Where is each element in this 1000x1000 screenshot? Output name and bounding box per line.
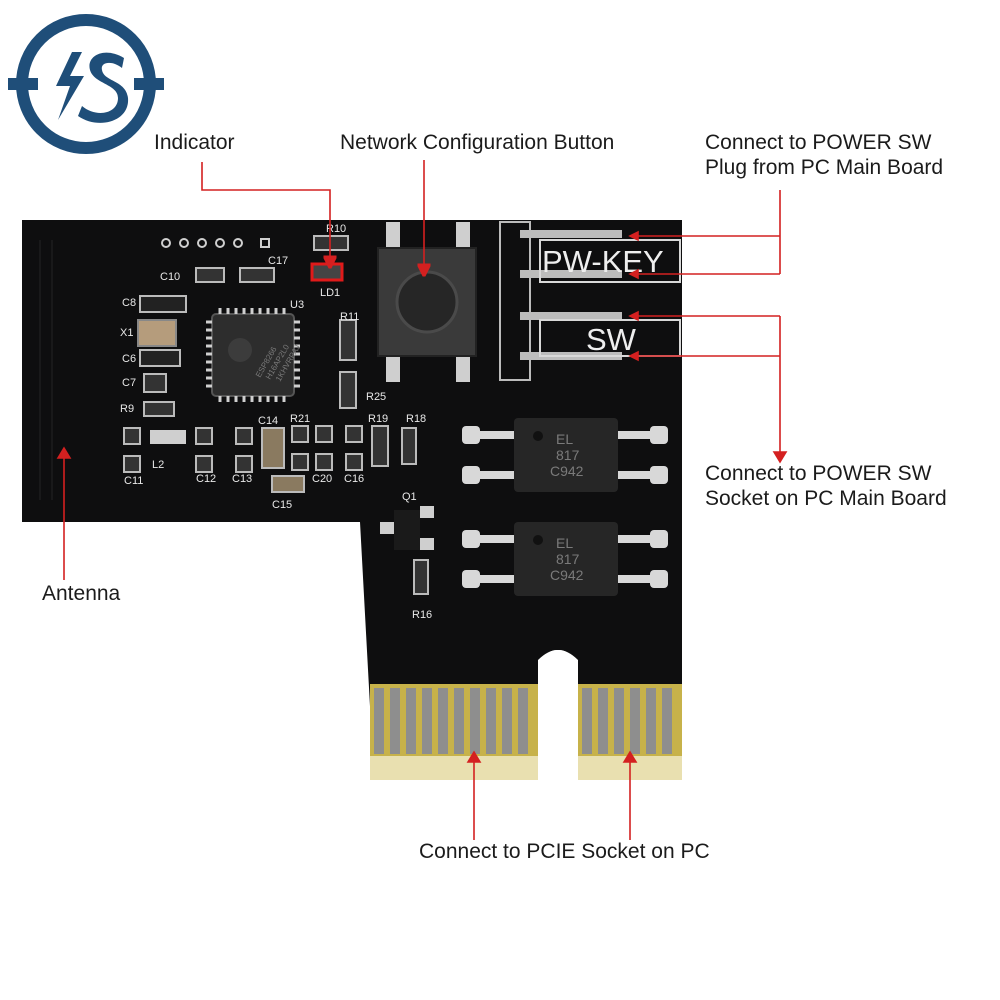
callout-power-plug-line1: Connect to POWER SW	[705, 131, 932, 154]
callout-power-plug-line2: Plug from PC Main Board	[705, 156, 944, 179]
lbl-c17: C17	[268, 255, 288, 267]
lbl-r25: R25	[366, 391, 386, 403]
lbl-q1: Q1	[402, 491, 417, 503]
power-plug-leader	[630, 190, 781, 275]
lbl-c11: C11	[124, 475, 143, 487]
lbl-c15: C15	[272, 499, 292, 511]
lbl-l2: L2	[152, 459, 164, 471]
silk-labels: R10 LD1 C17 C10 C8 X1 C6 C7 R9 U3 R11 R2…	[120, 223, 432, 621]
opto2-line-0: EL	[556, 535, 573, 551]
lbl-r11: R11	[340, 311, 359, 323]
callout-pcie: Connect to PCIE Socket on PC	[419, 840, 710, 863]
lbl-c12: C12	[196, 473, 216, 485]
silk-pwkey: PW-KEY	[542, 244, 664, 279]
lbl-c10: C10	[160, 271, 180, 283]
antenna-trace	[39, 240, 53, 500]
lbl-u3: U3	[290, 299, 304, 311]
callout-power-socket-line2: Socket on PC Main Board	[705, 487, 947, 510]
lbl-c7: C7	[122, 377, 136, 389]
lbl-c8: C8	[122, 297, 136, 309]
lbl-ld1: LD1	[320, 287, 340, 299]
lbl-c14: C14	[258, 415, 278, 427]
lbl-r9: R9	[120, 403, 134, 415]
brand-logo	[8, 14, 164, 154]
callout-indicator: Indicator	[154, 131, 235, 154]
power-socket-leader	[630, 315, 781, 460]
lbl-r19: R19	[368, 413, 388, 425]
optocoupler-1: EL 817 C942	[462, 418, 668, 492]
lbl-c13: C13	[232, 473, 252, 485]
lbl-c6: C6	[122, 353, 136, 365]
lbl-c20: C20	[312, 473, 332, 485]
callout-power-socket-line1: Connect to POWER SW	[705, 462, 932, 485]
optocoupler-2: EL 817 C942	[462, 522, 668, 596]
network-config-button	[377, 222, 477, 382]
indicator-leader	[201, 162, 330, 262]
opto1-line-0: EL	[556, 431, 573, 447]
header-pins: PW-KEY SW	[499, 221, 681, 381]
lbl-r10: R10	[326, 223, 346, 235]
lbl-c16: C16	[344, 473, 364, 485]
lbl-r21: R21	[290, 413, 310, 425]
opto1-line-2: C942	[550, 463, 584, 479]
lbl-r18: R18	[406, 413, 426, 425]
opto2-line-2: C942	[550, 567, 584, 583]
callout-network-button: Network Configuration Button	[340, 131, 615, 154]
pin-row	[161, 238, 270, 248]
callout-antenna: Antenna	[42, 582, 121, 605]
pcie-gold-fingers	[370, 684, 682, 780]
board-body	[22, 220, 682, 780]
lbl-r16: R16	[412, 609, 432, 621]
opto2-line-1: 817	[556, 551, 580, 567]
smd-components	[123, 235, 434, 595]
lbl-x1: X1	[120, 327, 133, 339]
opto1-line-1: 817	[556, 447, 580, 463]
silk-sw: SW	[586, 322, 637, 357]
